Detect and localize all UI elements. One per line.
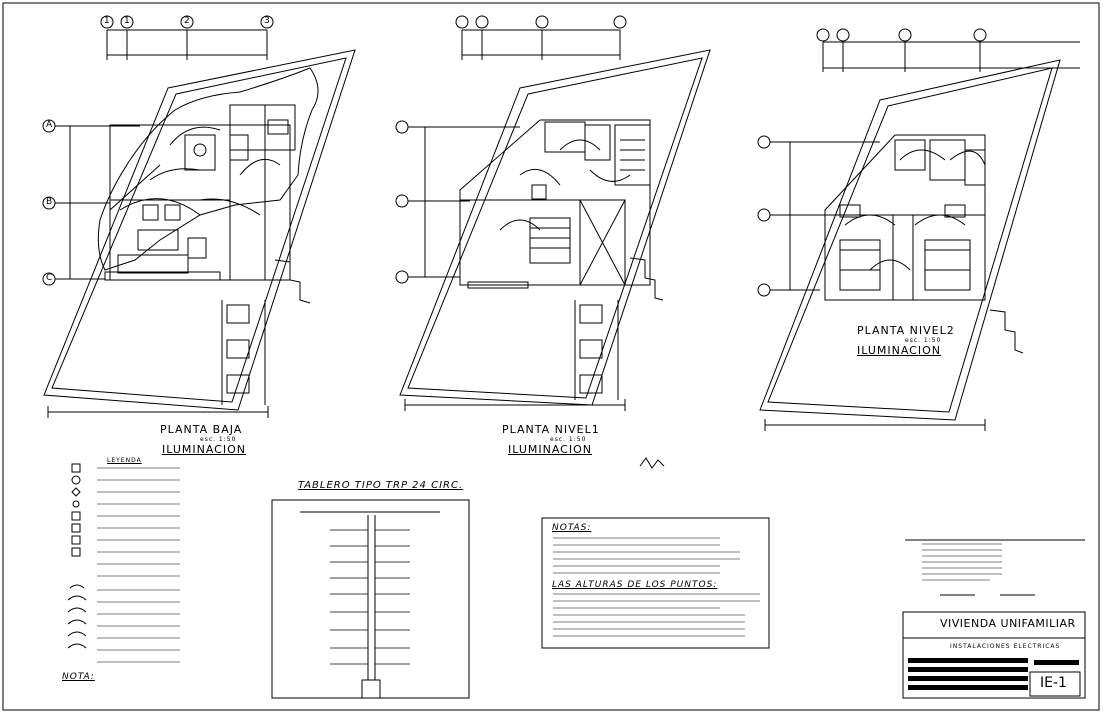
title-block xyxy=(902,539,1086,699)
plan-title-baja: PLANTA BAJA xyxy=(160,423,243,436)
title-block-bars xyxy=(908,658,1079,690)
plan-subtitle-baja: ILUMINACION xyxy=(162,443,246,456)
panel-diagram xyxy=(271,499,470,699)
illegible-text-marks xyxy=(97,467,1002,663)
plan-planta-nivel2 xyxy=(757,28,1080,431)
sheet-code: IE-1 xyxy=(1040,675,1067,691)
legend-symbols xyxy=(67,463,87,649)
notes-title: NOTAS: xyxy=(552,523,592,533)
project-name: VIVIENDA UNIFAMILIAR xyxy=(940,617,1076,630)
axis-label-1b: 1 xyxy=(124,16,130,26)
panel-circuits xyxy=(330,529,410,665)
axis-label-3: 3 xyxy=(264,16,270,26)
axis-label-1a: 1 xyxy=(104,16,110,26)
legend-title: LEYENDA xyxy=(107,457,142,464)
plan-scale-nivel2: esc. 1:50 xyxy=(905,337,942,344)
plan-title-nivel2: PLANTA NIVEL2 xyxy=(857,324,955,337)
notes-box xyxy=(541,517,770,649)
plan-planta-baja xyxy=(42,15,356,418)
axis-label-b: B xyxy=(46,197,53,207)
project-subtitle: INSTALACIONES ELECTRICAS xyxy=(950,643,1061,650)
axis-label-a: A xyxy=(46,120,53,130)
plan-title-nivel1: PLANTA NIVEL1 xyxy=(502,423,600,436)
axis-label-c: C xyxy=(46,273,53,283)
heights-title: LAS ALTURAS DE LOS PUNTOS: xyxy=(552,580,718,590)
plan-subtitle-nivel2: ILUMINACION xyxy=(857,344,941,357)
plan-scale-nivel1: esc. 1:50 xyxy=(550,436,587,443)
plan-scale-baja: esc. 1:50 xyxy=(200,436,237,443)
panel-title: TABLERO TIPO TRP 24 CIRC. xyxy=(298,480,464,491)
legend-note: NOTA: xyxy=(62,672,95,682)
plan-subtitle-nivel1: ILUMINACION xyxy=(508,443,592,456)
axis-label-2: 2 xyxy=(184,16,190,26)
plan-planta-nivel1 xyxy=(395,15,711,411)
